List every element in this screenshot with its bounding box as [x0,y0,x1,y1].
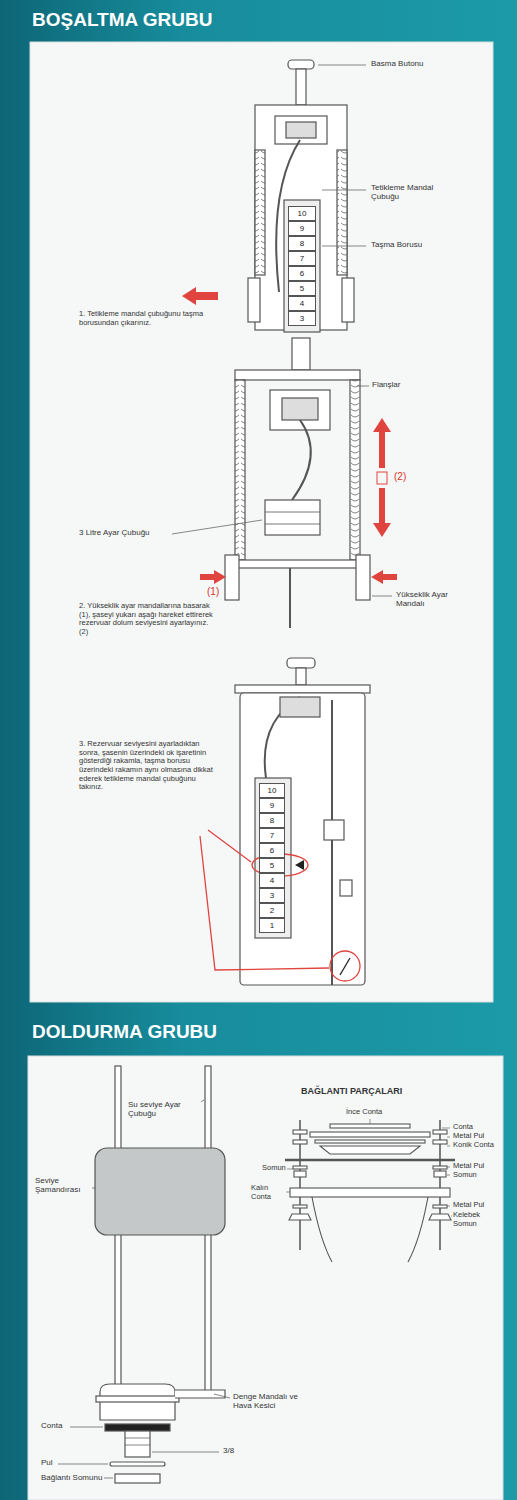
step-number: (2) [393,471,407,483]
level-tile: 5 [259,858,285,873]
red-arrows [200,418,397,584]
flush-valve-figure-2 [172,338,392,628]
step-number: (1) [206,586,220,598]
part-name: Somun [261,1164,287,1173]
level-tile: 1 [259,918,285,933]
part-name: Taşma Borusu [370,240,423,249]
level-number: 7 [300,255,304,263]
level-tile: 6 [288,266,316,281]
level-number: 2 [270,907,274,915]
level-number: 1 [270,922,274,930]
level-number: 6 [300,270,304,278]
instruction-note: 2. Yükseklik ayar mandallarına basarak (… [78,602,220,637]
part-name: Denge Mandalı ve Hava Kesici [232,1392,319,1410]
part-name: 3 Litre Ayar Çubuğu [78,528,151,537]
part-name: Su seviye Ayar Çubuğu [127,1100,201,1118]
part-name: Conta [452,1123,474,1132]
group-title: BAĞLANTI PARÇALARI [300,1086,403,1096]
part-name: Basma Butonu [370,59,424,68]
flush-valve-figure-1 [248,60,366,332]
level-tile: 4 [259,873,285,888]
part-name: Flanşlar [371,380,401,389]
part-name: Somun [452,1171,478,1180]
panel [30,42,493,1002]
level-tile: 10 [259,783,285,798]
part-name: Tetikleme Mandal Çubuğu [370,183,452,201]
part-name: Bağlantı Somunu [40,1473,103,1482]
level-tile: 4 [288,296,316,311]
red-marks [200,830,360,981]
level-number: 10 [298,210,307,218]
connection-parts [284,1119,455,1262]
part-name: Metal Pul [452,1162,485,1171]
level-number: 3 [270,892,274,900]
level-number: 8 [300,240,304,248]
level-number: 9 [270,802,274,810]
level-number: 5 [300,285,304,293]
level-tile: 6 [259,843,285,858]
part-name: Kelebek Somun [452,1211,498,1228]
level-tile: 7 [259,828,285,843]
level-number: 8 [270,817,274,825]
section-title: DOLDURMA GRUBU [32,1021,217,1043]
level-number: 3 [300,315,304,323]
level-tile: 10 [288,206,316,221]
level-number: 10 [268,787,277,795]
section-title: BOŞALTMA GRUBU [32,9,212,31]
level-number: 6 [270,847,274,855]
level-number: 4 [270,877,274,885]
part-name: Conta [40,1421,63,1430]
level-tile: 8 [288,236,316,251]
part-name: Metal Pul [452,1201,485,1210]
flush-valve-figure-3 [235,658,370,985]
level-tile: 9 [259,798,285,813]
level-number: 7 [270,832,274,840]
instruction-note: 3. Rezervuar seviyesini ayarladıktan son… [78,740,220,792]
level-number: 9 [300,225,304,233]
red-arrow [182,287,218,305]
panel [28,1056,503,1500]
part-name: Metal Pul [452,1132,485,1141]
part-name: Konik Conta [452,1141,495,1150]
level-tile: 9 [288,221,316,236]
instruction-note: 1. Tetikleme mandal çubuğunu taşma borus… [78,310,230,327]
level-tile: 8 [259,813,285,828]
level-tile: 5 [288,281,316,296]
part-name: İnce Conta [345,1108,383,1117]
part-name: Kalın Conta [250,1184,286,1201]
level-number: 4 [300,300,304,308]
part-name: Seviye Şamandırası [34,1176,92,1194]
level-tile: 3 [288,311,316,326]
part-name: Yükseklik Ayar Mandalı [395,590,477,608]
part-name: Pul [40,1458,54,1467]
level-tile: 7 [288,251,316,266]
part-name: 3/8 [222,1446,235,1455]
fill-valve [58,1066,230,1483]
level-tile: 2 [259,903,285,918]
level-tile: 3 [259,888,285,903]
level-number: 5 [270,862,274,870]
